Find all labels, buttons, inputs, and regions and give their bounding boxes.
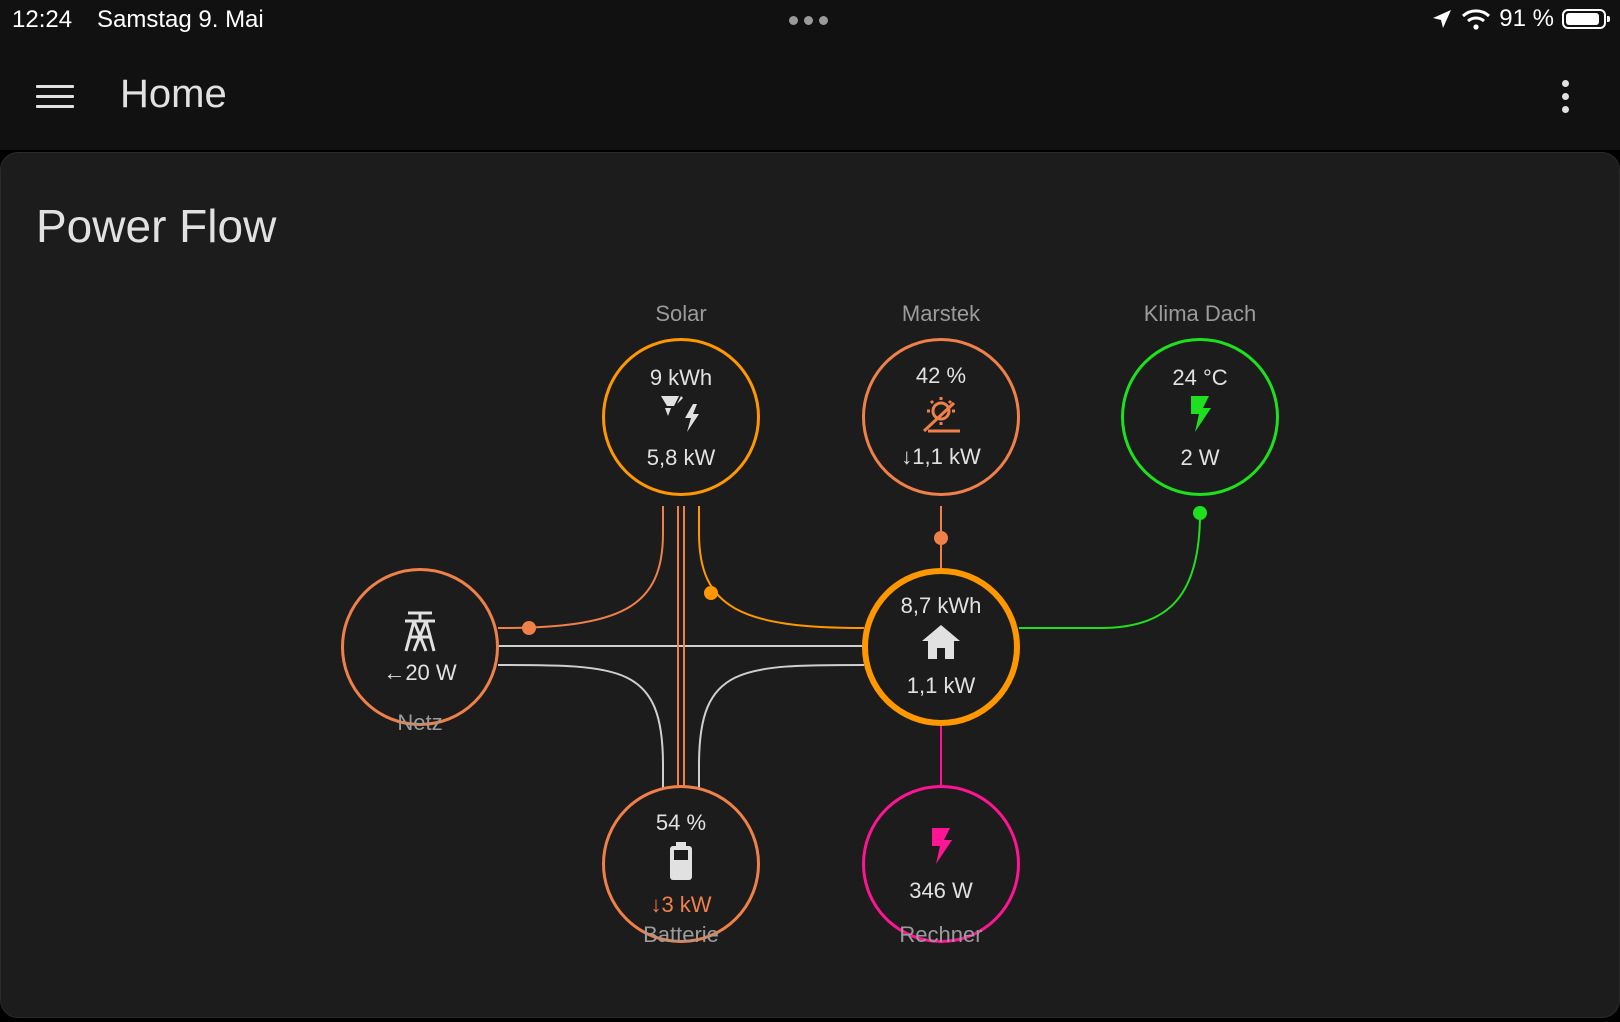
flow-lines: [497, 506, 1207, 793]
grid-node[interactable]: ←20 W: [341, 568, 499, 726]
solar-to-grid-line: [497, 506, 664, 629]
klima-temperature: 24 °C: [1172, 365, 1228, 390]
solar-energy: 9 kWh: [649, 365, 713, 390]
grid-power: ←20 W: [383, 660, 457, 685]
rechner-label: Rechner: [899, 922, 983, 947]
grid-flow-dot: [522, 621, 536, 635]
more-options-icon[interactable]: [1555, 78, 1575, 116]
status-icons: 91 %: [1431, 5, 1610, 33]
wifi-icon: [1462, 9, 1491, 30]
klima-power: 2 W: [1180, 445, 1220, 470]
solar-to-home-line: [698, 506, 865, 629]
battery-power: ↓3 kW: [650, 892, 712, 917]
home-node[interactable]: 8,7 kWh 1,1 kW: [862, 568, 1020, 726]
marstek-node[interactable]: 42 % ↓1,1 kW: [862, 338, 1020, 496]
grid-label: Netz: [397, 710, 443, 735]
home-energy: 8,7 kWh: [900, 593, 982, 618]
battery-level-icon: [670, 842, 692, 880]
solar-power-icon: [661, 396, 699, 432]
status-date: Samstag 9. Mai: [97, 6, 264, 33]
marstek-power: ↓1,1 kW: [901, 444, 981, 469]
solar-panel-sun-icon: [922, 397, 960, 433]
home-icon: [922, 625, 960, 659]
solar-label: Solar: [655, 301, 707, 326]
status-bar: 12:24 Samstag 9. Mai 91 %: [0, 0, 1620, 40]
lightning-icon: [932, 828, 952, 864]
solar-power: 5,8 kW: [646, 445, 716, 470]
status-time: 12:24: [12, 6, 73, 33]
multitask-dots-icon[interactable]: [789, 16, 828, 25]
lightning-icon: [1191, 396, 1211, 432]
battery-node[interactable]: 54 % ↓3 kW: [602, 785, 760, 943]
menu-icon[interactable]: [36, 83, 74, 111]
klima-flow-dot: [1193, 506, 1207, 520]
app-bar: Home: [0, 40, 1620, 150]
marstek-value: 42 %: [915, 363, 967, 388]
power-flow-card: Power Flow Solar 9 kWh 5,: [0, 152, 1620, 1018]
home-to-klima-line: [1019, 512, 1201, 629]
battery-percentage: 91 %: [1499, 5, 1554, 32]
solar-home-flow-dot: [704, 586, 718, 600]
card-title: Power Flow: [36, 200, 277, 252]
klima-label: Klima Dach: [1143, 301, 1257, 326]
marstek-label: Marstek: [901, 301, 981, 326]
rechner-node[interactable]: 346 W: [862, 785, 1020, 943]
battery-to-home-line: [698, 664, 865, 793]
location-arrow-icon: [1433, 10, 1452, 28]
solar-node[interactable]: 9 kWh 5,8 kW: [602, 338, 760, 496]
transmission-tower-icon: [404, 611, 436, 652]
klima-node[interactable]: 24 °C 2 W: [1121, 338, 1279, 496]
battery-label: Batterie: [643, 922, 719, 947]
page-title: Home: [120, 72, 227, 116]
battery-icon: [1562, 9, 1610, 29]
grid-to-battery-line: [497, 664, 664, 793]
rechner-power: 346 W: [909, 878, 973, 903]
home-power: 1,1 kW: [906, 673, 976, 698]
battery-percentage-value: 54 %: [655, 810, 707, 835]
marstek-flow-dot: [934, 531, 948, 545]
